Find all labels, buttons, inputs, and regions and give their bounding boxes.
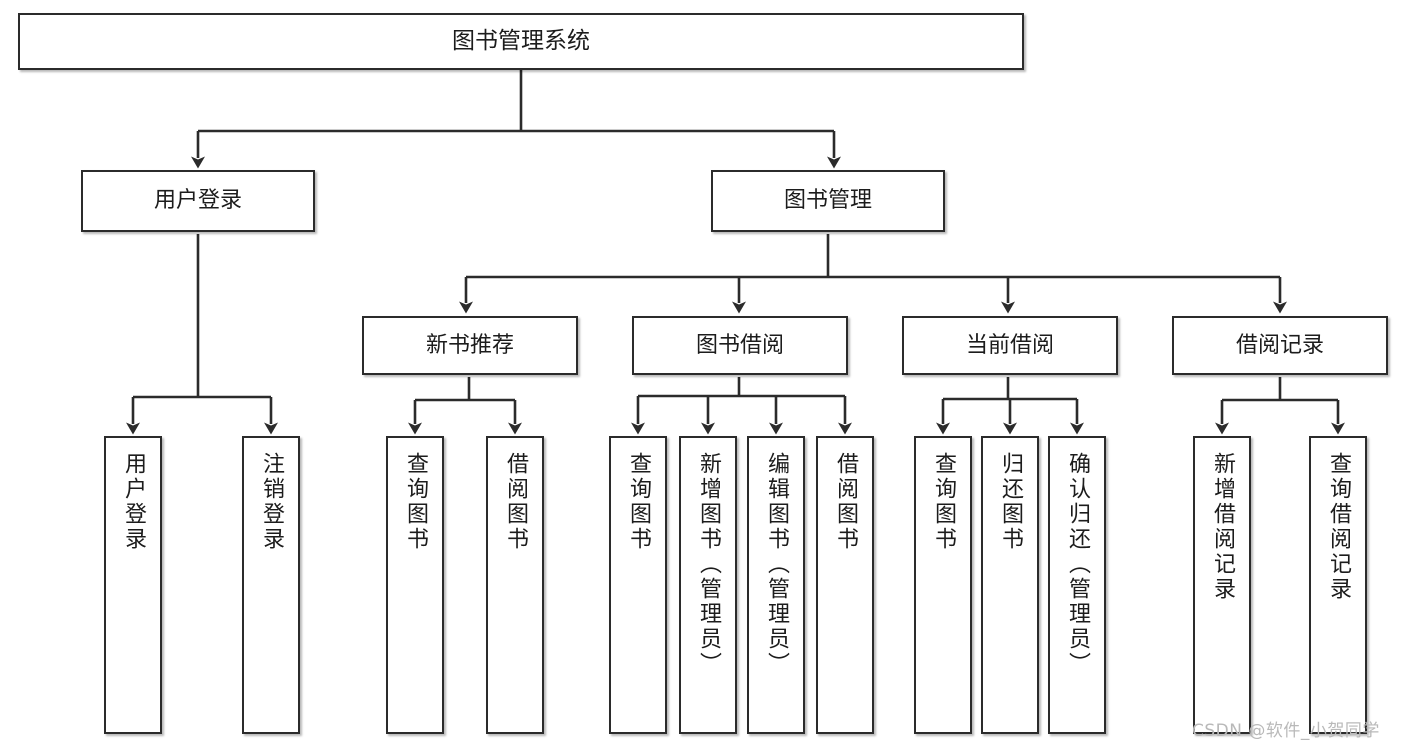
node-label: 注销登录 [259,452,284,552]
leaf-edit-book-admin[interactable]: 编辑图书（管理员） [747,436,805,734]
node-current-borrow[interactable]: 当前借阅 [902,316,1118,375]
node-new-book-recommendation[interactable]: 新书推荐 [362,316,578,375]
leaf-borrow-book[interactable]: 借阅图书 [816,436,874,734]
watermark-text: CSDN @软件_小贺同学 [1192,721,1380,741]
node-borrow-record[interactable]: 借阅记录 [1172,316,1388,375]
node-label: 查询借阅记录 [1326,452,1351,602]
leaf-borrow-book-new-rec[interactable]: 借阅图书 [486,436,544,734]
node-label: 借阅图书 [833,452,858,552]
node-label: 用户登录 [153,188,242,214]
node-label: 新书推荐 [425,332,514,358]
node-label: 确认归还（管理员） [1065,452,1090,677]
node-label: 编辑图书（管理员） [764,452,789,677]
leaf-query-book-current[interactable]: 查询图书 [914,436,972,734]
node-root-book-management-system[interactable]: 图书管理系统 [18,13,1024,70]
leaf-confirm-return-admin[interactable]: 确认归还（管理员） [1048,436,1106,734]
leaf-user-login[interactable]: 用户登录 [104,436,162,734]
node-label: 用户登录 [121,452,146,552]
leaf-query-book-borrow[interactable]: 查询图书 [609,436,667,734]
leaf-logout-login[interactable]: 注销登录 [242,436,300,734]
leaf-add-book-admin[interactable]: 新增图书（管理员） [679,436,737,734]
node-book-borrow[interactable]: 图书借阅 [632,316,848,375]
node-label: 归还图书 [998,452,1023,552]
leaf-query-book-new-rec[interactable]: 查询图书 [386,436,444,734]
node-label: 查询图书 [931,452,956,552]
node-user-login[interactable]: 用户登录 [81,170,315,232]
node-label: 当前借阅 [965,332,1054,358]
node-label: 借阅记录 [1235,332,1324,358]
node-label: 图书管理系统 [452,27,590,54]
leaf-add-borrow-record[interactable]: 新增借阅记录 [1193,436,1251,734]
node-label: 查询图书 [626,452,651,552]
node-label: 新增图书（管理员） [696,452,721,677]
node-label: 新增借阅记录 [1210,452,1235,602]
node-label: 图书借阅 [695,332,784,358]
node-label: 查询图书 [403,452,428,552]
node-book-management[interactable]: 图书管理 [711,170,945,232]
node-label: 借阅图书 [503,452,528,552]
leaf-query-borrow-record[interactable]: 查询借阅记录 [1309,436,1367,734]
node-label: 图书管理 [783,188,872,214]
leaf-return-book[interactable]: 归还图书 [981,436,1039,734]
